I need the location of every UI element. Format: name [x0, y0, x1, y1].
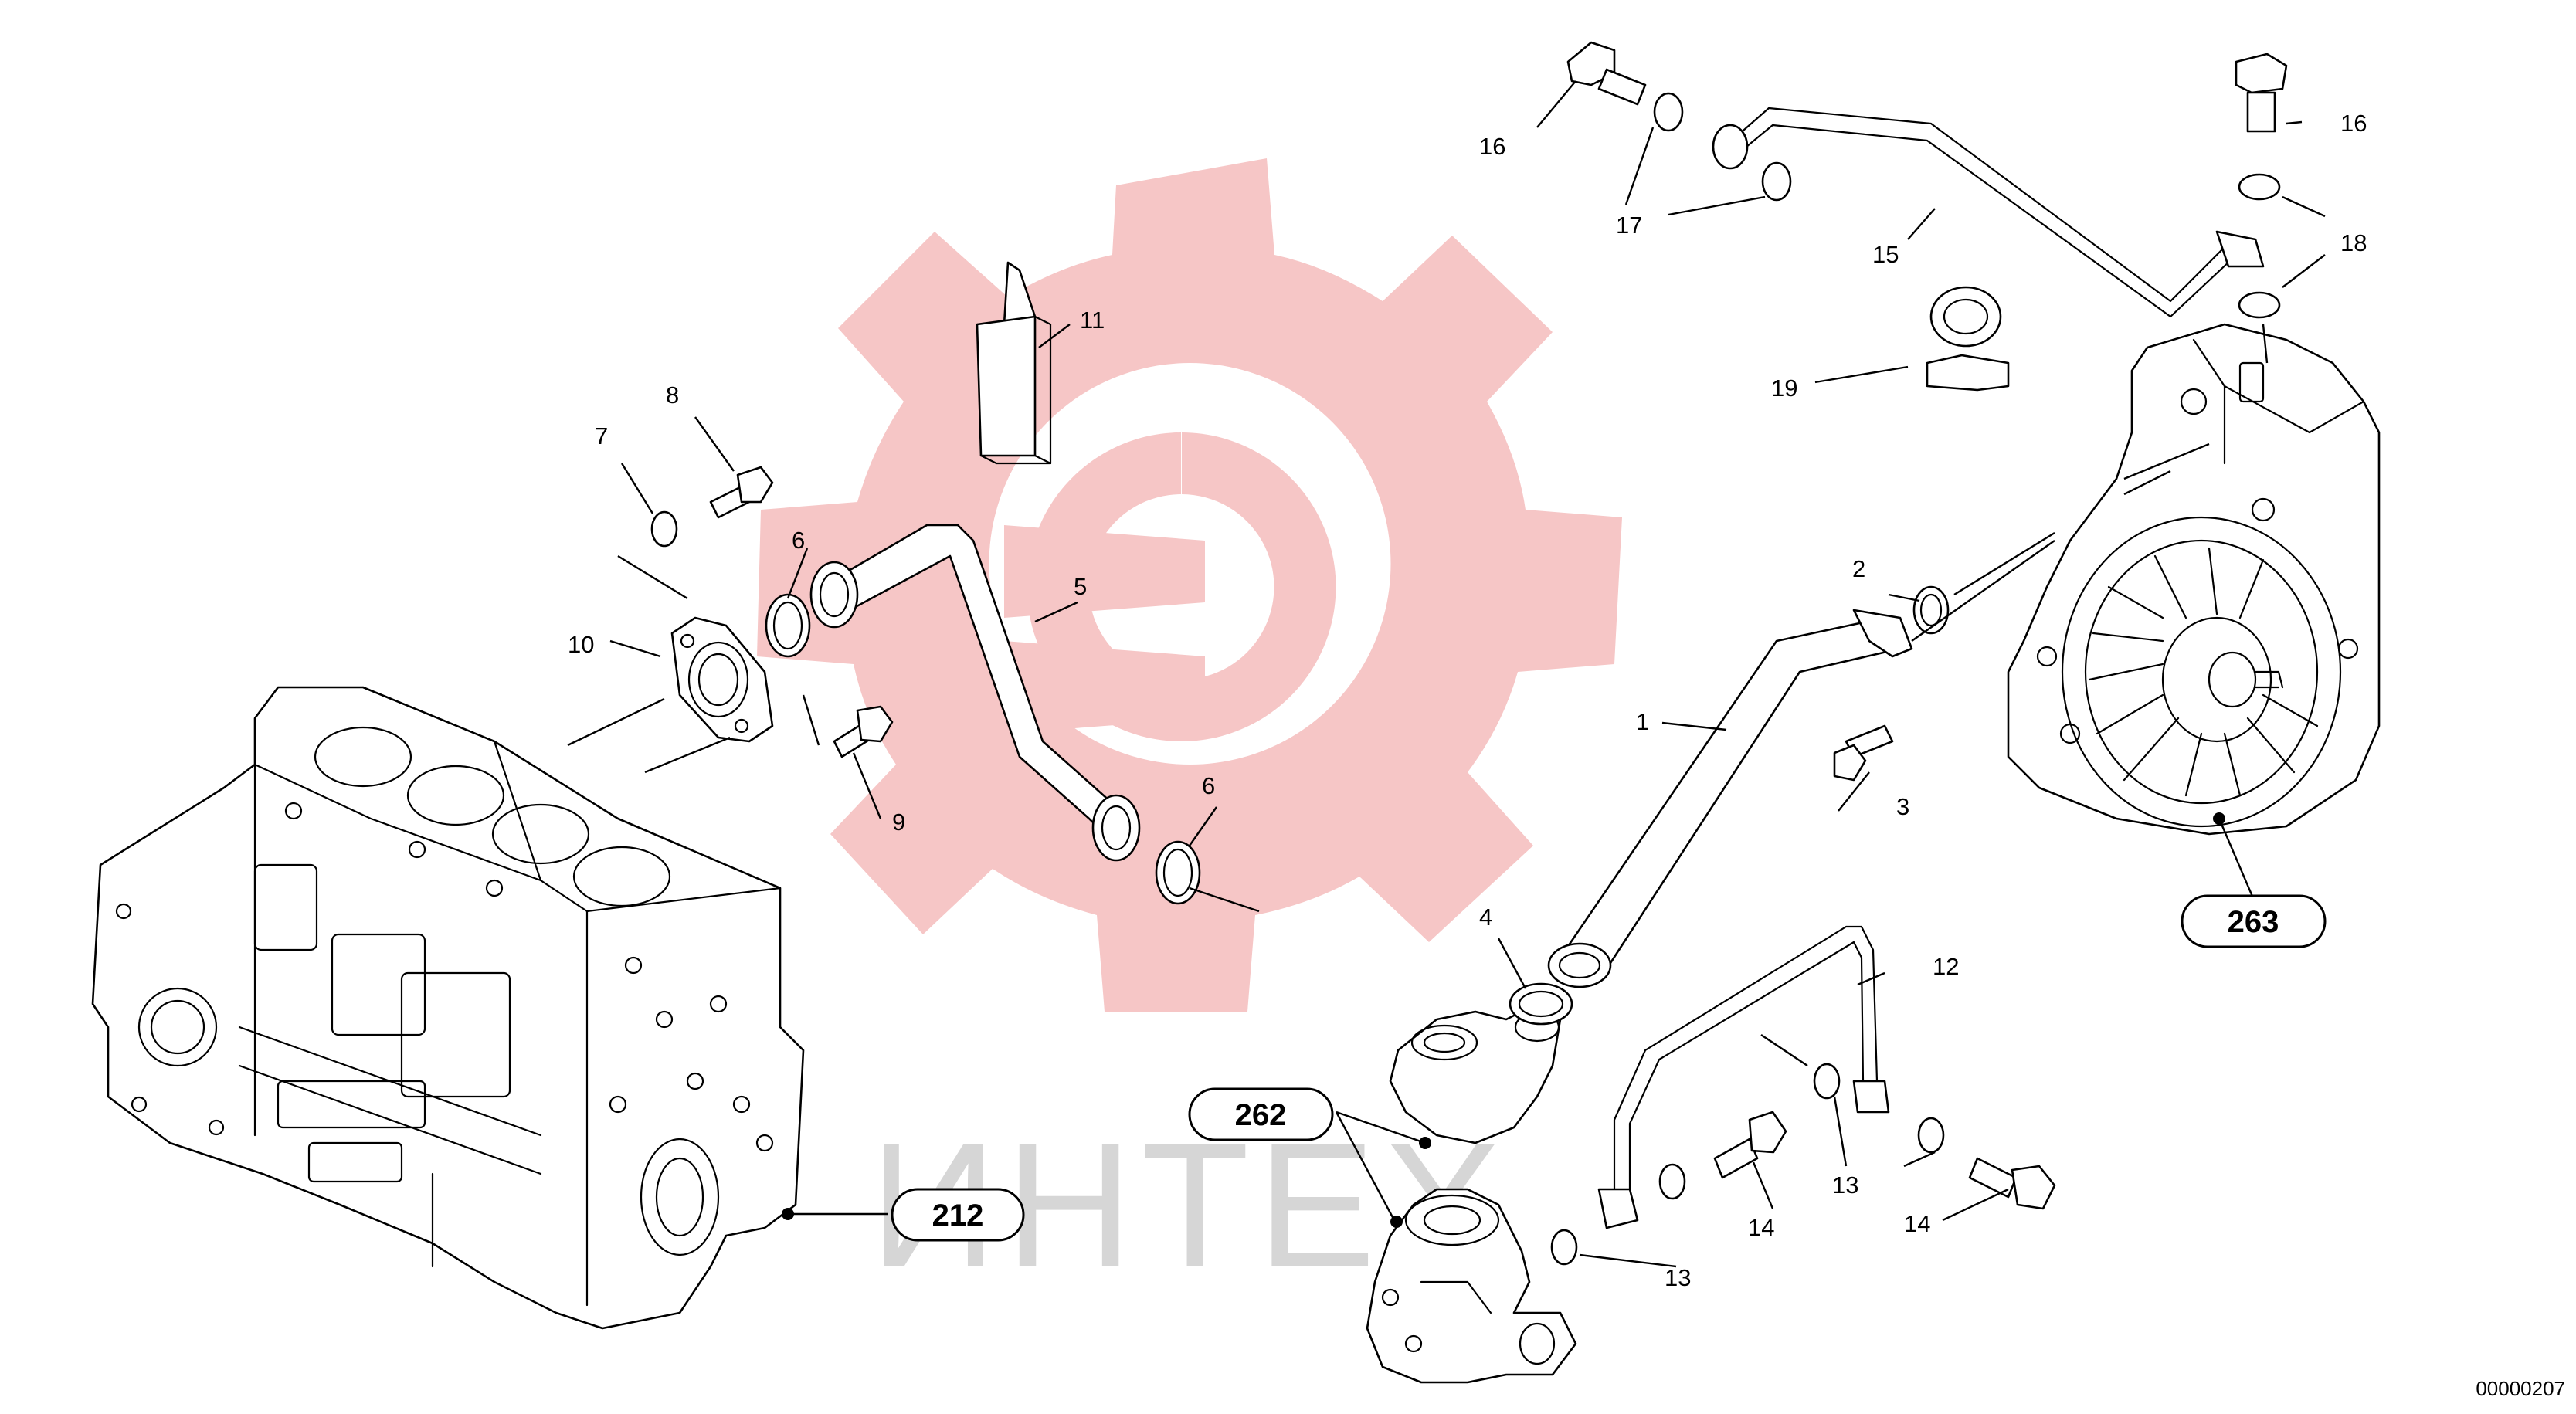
part-17-washer-b [1761, 161, 1792, 202]
part-16-banjo-bolt-upper [1566, 41, 1647, 106]
part-14-banjo-bolt-b [1968, 1157, 2056, 1210]
reference-dots [782, 812, 2225, 1228]
callout-1: 1 [1636, 708, 1649, 735]
part-18-washer-b [2238, 291, 2281, 319]
part-16-banjo-bolt-right [2235, 53, 2288, 133]
callout-13-a: 13 [1832, 1172, 1858, 1199]
callout-14-a: 14 [1748, 1214, 1774, 1241]
part-14-banjo-bolt-a [1713, 1111, 1787, 1179]
callout-4: 4 [1479, 904, 1492, 931]
part-1-pipe [1547, 609, 1913, 988]
part-11-sealant-tube [976, 261, 1052, 465]
part-5-coolant-pipe [809, 524, 1141, 862]
callout-6-lower: 6 [1202, 772, 1215, 799]
callout-19: 19 [1771, 375, 1797, 402]
callout-3: 3 [1896, 793, 1909, 820]
callout-7: 7 [595, 422, 608, 449]
part-19-clamp [1926, 286, 2010, 392]
fan-housing-illustration [2007, 323, 2381, 836]
watermark-gear-logo [757, 158, 1622, 1012]
part-6-o-ring-lower [1155, 840, 1201, 905]
part-3-bolt [1833, 724, 1894, 782]
part-12-pipe [1597, 925, 1890, 1229]
leader-lines [567, 80, 2326, 1268]
callout-17: 17 [1616, 212, 1642, 239]
part-13-washer-a [1813, 1063, 1841, 1100]
part-10-flange [670, 616, 774, 743]
callout-5: 5 [1074, 573, 1087, 600]
thermostat-housing-illustration [1389, 1002, 1562, 1144]
callout-2: 2 [1852, 555, 1865, 582]
engine-block-illustration [91, 686, 805, 1330]
part-9-bolt [833, 705, 894, 758]
part-13-washer-b [1917, 1117, 1945, 1154]
callout-16-upper: 16 [1479, 133, 1505, 160]
reference-212[interactable]: 212 [891, 1188, 1025, 1242]
part-17-washer-a [1653, 92, 1684, 132]
part-13-washer-c [1550, 1229, 1578, 1266]
part-18-washer-a [2238, 173, 2281, 201]
callout-16-right: 16 [2340, 110, 2367, 137]
callout-8: 8 [666, 381, 679, 409]
part-15-oil-pipe [1712, 107, 2265, 318]
reference-212-label: 212 [932, 1199, 984, 1233]
callout-13-b: 13 [1665, 1264, 1691, 1291]
reference-263[interactable]: 263 [2181, 894, 2327, 948]
callout-11: 11 [1080, 307, 1105, 334]
reference-263-label: 263 [2228, 905, 2279, 939]
part-7-washer [650, 510, 678, 548]
callout-6-upper: 6 [792, 527, 805, 554]
part-8-bolt [709, 466, 774, 519]
callout-10: 10 [568, 631, 594, 658]
callout-18: 18 [2340, 229, 2367, 256]
part-13-washer-d [1658, 1163, 1686, 1200]
water-pump-illustration [1366, 1188, 1577, 1384]
drawing-code: 00000207 [2476, 1377, 2565, 1400]
reference-262[interactable]: 262 [1188, 1087, 1334, 1141]
callout-15: 15 [1872, 241, 1899, 268]
part-6-o-ring-upper [765, 593, 811, 658]
callout-14-b: 14 [1904, 1210, 1930, 1237]
callout-labels: 1 2 3 4 5 6 6 7 8 9 10 11 12 13 13 14 14… [568, 110, 2367, 1291]
callout-12: 12 [1933, 953, 1959, 980]
part-4-o-ring [1509, 982, 1573, 1026]
reference-262-label: 262 [1235, 1098, 1287, 1132]
callout-9: 9 [892, 809, 905, 836]
